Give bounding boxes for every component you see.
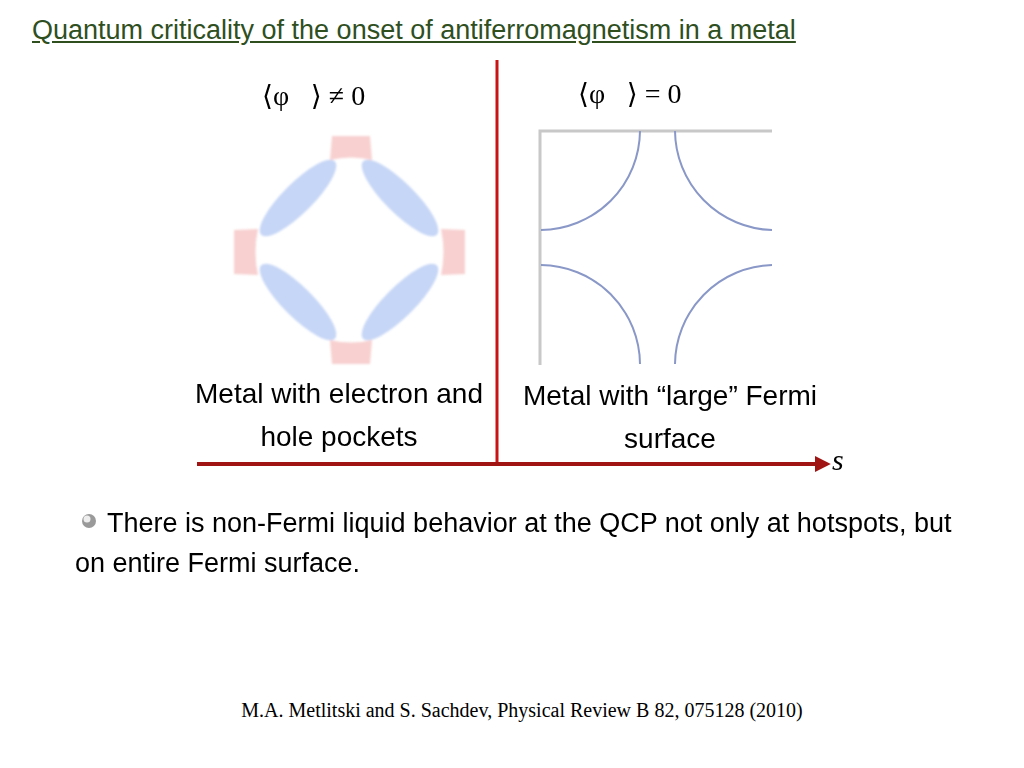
electron-pocket (441, 229, 465, 275)
electron-pocket (330, 340, 372, 364)
fermi-surface-figure (540, 131, 772, 365)
electron-pocket (234, 229, 258, 275)
order-parameter-label: ⟨φ⃗⟩ = 0 (578, 76, 778, 112)
fermi-arc (675, 265, 772, 364)
axis-label: s (832, 442, 862, 478)
fermi-arc (541, 265, 640, 364)
hole-pocket (251, 255, 346, 350)
zone-frame (540, 131, 772, 365)
citation: M.A. Metlitski and S. Sachdev, Physical … (90, 697, 954, 723)
hole-pocket (353, 255, 448, 350)
hole-pocket (353, 151, 448, 246)
phase-caption: Metal with “large” Fermi surface (520, 374, 820, 460)
critical-point-line (496, 60, 499, 465)
slide-title: Quantum criticality of the onset of anti… (32, 14, 982, 46)
bullet-text: There is non-Fermi liquid behavior at th… (75, 503, 980, 583)
phase-caption: Metal with electron and hole pockets (180, 372, 498, 458)
hole-pocket (251, 151, 346, 246)
electron-pocket (330, 136, 372, 160)
order-parameter-label: ⟨φ⃗⟩ ≠ 0 (262, 78, 462, 114)
tuning-axis (197, 462, 818, 466)
bullet-icon (82, 514, 96, 528)
fermi-arc (675, 131, 772, 230)
fermi-arc (541, 131, 640, 230)
pockets-figure (234, 136, 465, 364)
